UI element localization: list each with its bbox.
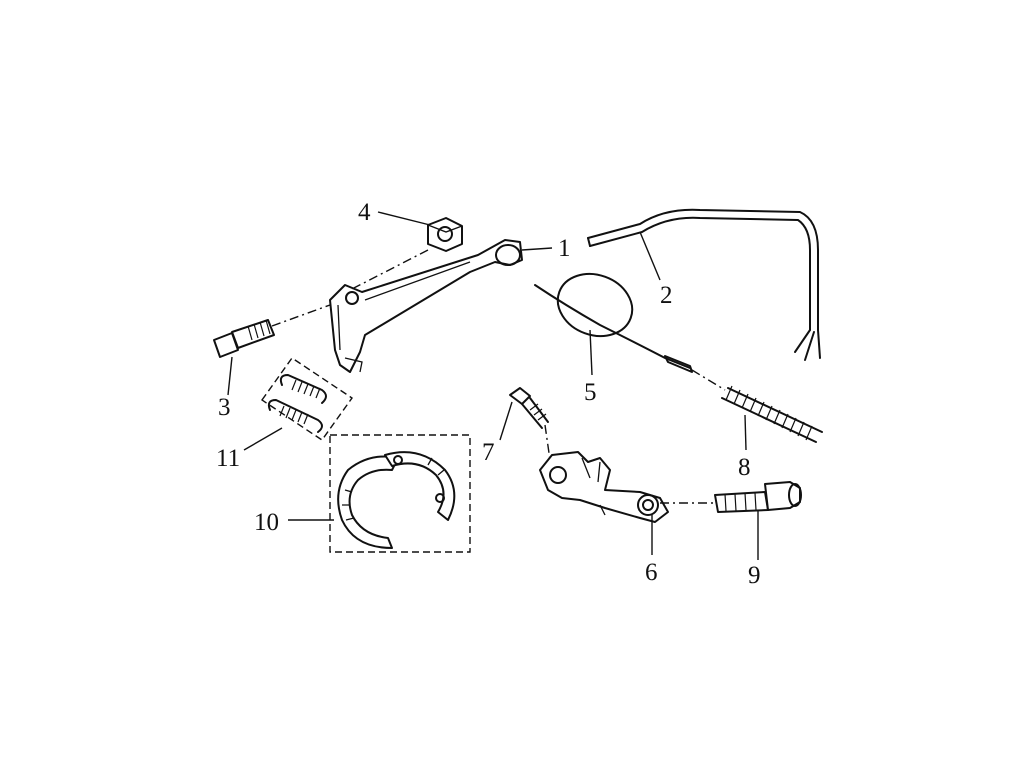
callout-4: 4: [358, 199, 371, 226]
part-4-nut: [427, 217, 463, 252]
callout-11: 11: [216, 445, 240, 472]
part-5-thin-cable: [534, 272, 693, 373]
part-2-cable: [587, 208, 821, 361]
part-7-bolt: [509, 387, 549, 429]
callout-7: 7: [482, 439, 495, 466]
callout-6: 6: [645, 559, 658, 586]
part-3-bolt: [213, 319, 275, 358]
callout-2: 2: [660, 282, 673, 309]
part-1-brake-lever: [329, 239, 523, 373]
callout-9: 9: [748, 562, 761, 589]
callout-10: 10: [254, 509, 279, 536]
part-10-brake-shoes: [329, 434, 471, 553]
part-6-brake-arm: [539, 451, 669, 523]
callout-5: 5: [584, 379, 597, 406]
callout-1: 1: [558, 235, 571, 262]
callout-8: 8: [738, 454, 751, 481]
part-9-shaft: [714, 481, 802, 513]
callout-3: 3: [218, 394, 231, 421]
callout-labels: 1 2 3 4 5 6 7 8 9 10 11: [216, 199, 761, 589]
part-11-springs: [261, 357, 353, 441]
part-8-spring: [721, 385, 823, 443]
assembly-lines: [271, 249, 726, 504]
leader-lines: [227, 211, 759, 560]
